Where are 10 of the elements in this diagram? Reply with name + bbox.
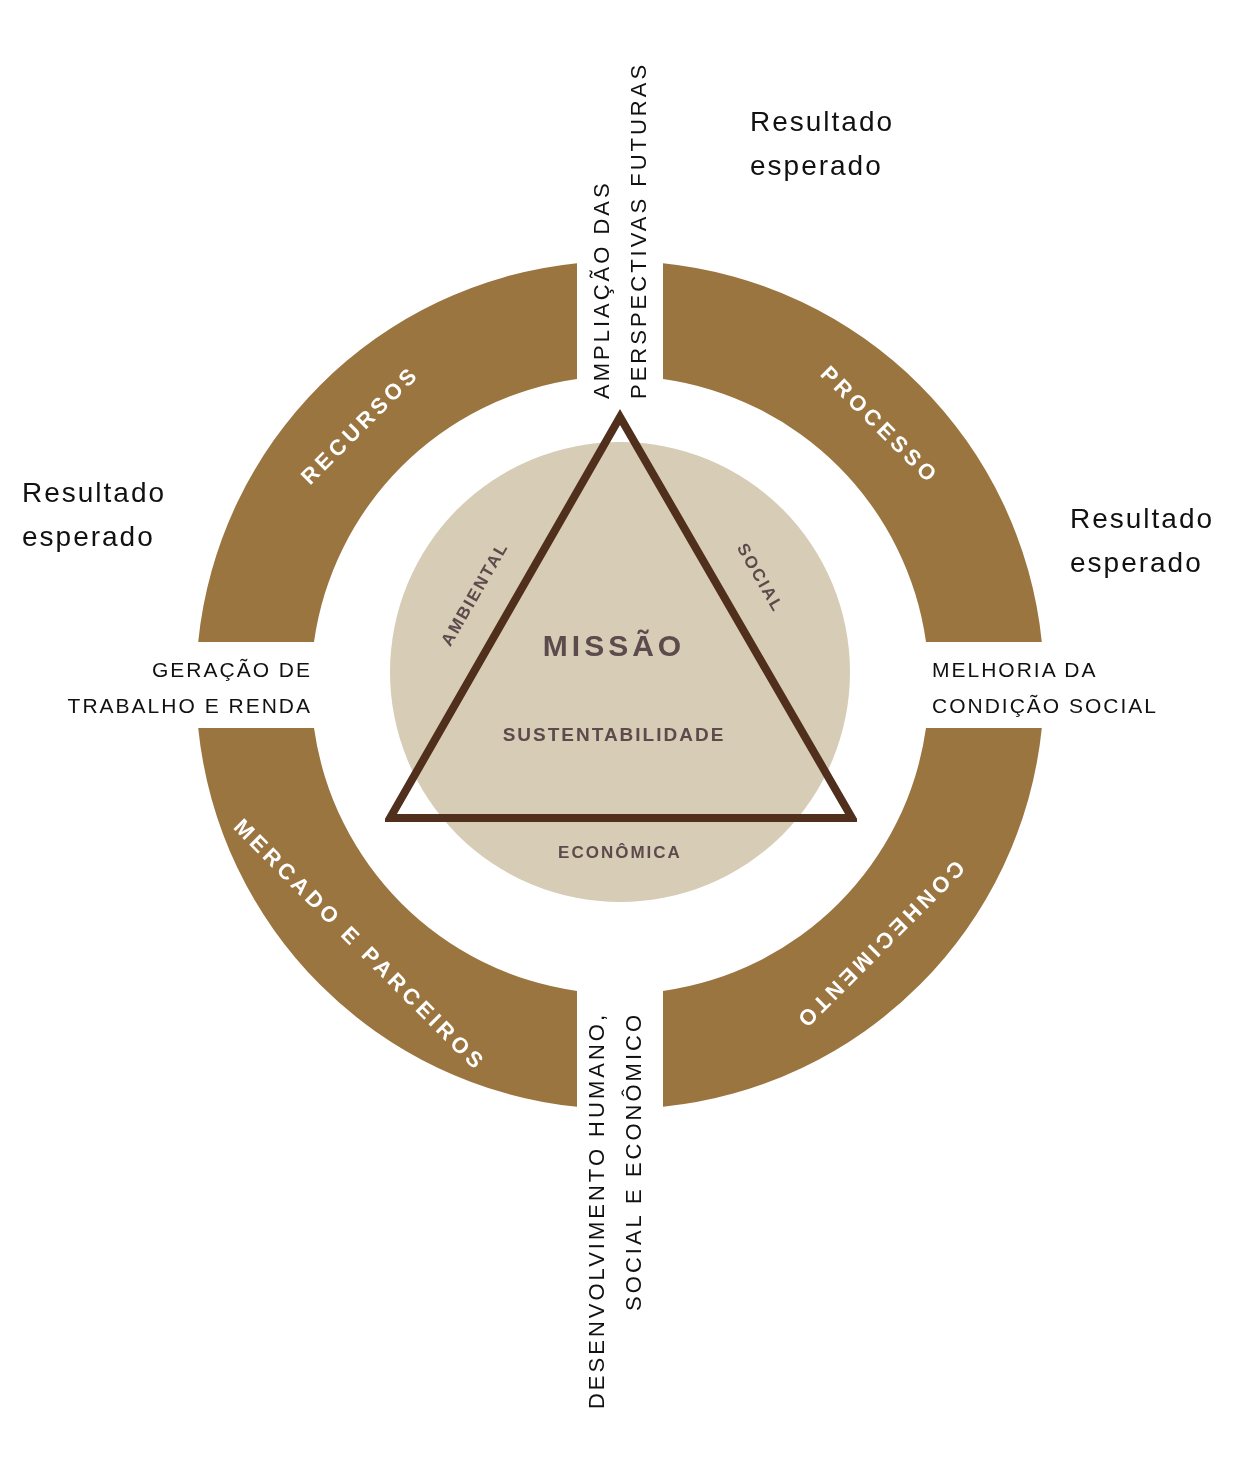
vertical-label: DESENVOLVIMENTO HUMANO, SOCIAL E ECONÔMICO: [583, 1012, 647, 1411]
result-label: Resultado esperado: [22, 476, 168, 554]
mission-title: MISSÃO: [542, 627, 686, 664]
outcome-label: MELHORIA DA CONDIÇÃO SOCIAL: [932, 657, 1160, 719]
outcome-label: GERAÇÃO DE TRABALHO E RENDA: [66, 657, 312, 719]
side-label: ECONÔMICA: [558, 842, 682, 865]
result-label: Resultado esperado: [750, 105, 896, 183]
triangle-label: SUSTENTABILIDADE: [502, 722, 726, 747]
vertical-label: AMPLIAÇÃO DAS PERSPECTIVAS FUTURAS: [588, 60, 652, 399]
result-label: Resultado esperado: [1070, 502, 1216, 580]
